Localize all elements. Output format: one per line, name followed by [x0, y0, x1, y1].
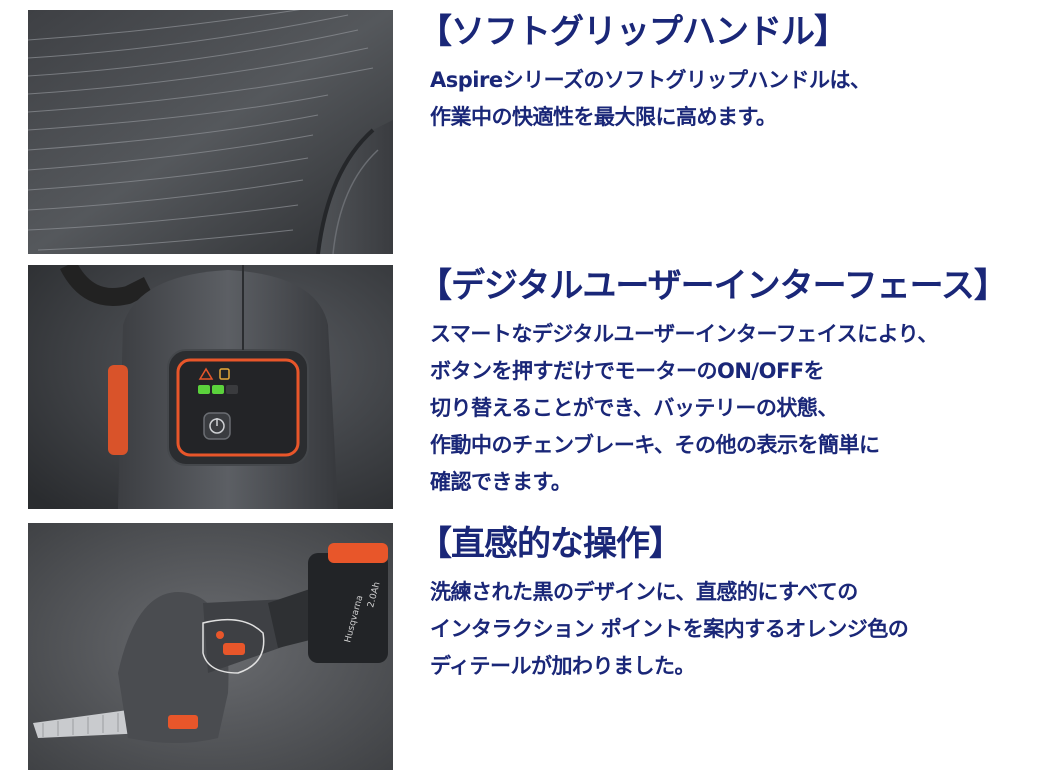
description-digital-interface: スマートなデジタルユーザーインターフェイスにより、 ボタンを押すだけでモーターの… — [418, 316, 1033, 501]
description-line: インタラクション ポイントを案内するオレンジ色の — [430, 617, 909, 641]
description-line: 切り替えることができ、バッテリーの状態、 — [430, 396, 838, 420]
description-line: Aspireシリーズのソフトグリップハンドルは、 — [430, 68, 871, 92]
description-line: 作業中の快適性を最大限に高めます。 — [430, 105, 777, 129]
digital-interface-photo — [28, 265, 393, 509]
description-line: ボタンを押すだけでモーターのON/OFFを — [430, 359, 825, 383]
description-soft-grip: Aspireシリーズのソフトグリップハンドルは、 作業中の快適性を最大限に高めま… — [418, 62, 1033, 136]
description-line: 確認できます。 — [430, 470, 572, 494]
description-line: 洗練された黒のデザインに、直感的にすべての — [430, 580, 858, 604]
feature-soft-grip: 【ソフトグリップハンドル】 Aspireシリーズのソフトグリップハンドルは、 作… — [418, 8, 1033, 136]
description-intuitive-operation: 洗練された黒のデザインに、直感的にすべての インタラクション ポイントを案内する… — [418, 574, 1033, 685]
soft-grip-handle-photo — [28, 10, 393, 254]
description-line: ディテールが加わりました。 — [430, 654, 696, 678]
description-line: 作動中のチェンブレーキ、その他の表示を簡単に — [430, 433, 880, 457]
heading-digital-interface: 【デジタルユーザーインターフェース】 — [418, 266, 1008, 306]
heading-intuitive-operation: 【直感的な操作】 — [418, 524, 683, 564]
feature-intuitive-operation: 【直感的な操作】 洗練された黒のデザインに、直感的にすべての インタラクション … — [418, 520, 1033, 685]
description-line: スマートなデジタルユーザーインターフェイスにより、 — [430, 322, 938, 346]
feature-digital-interface: 【デジタルユーザーインターフェース】 スマートなデジタルユーザーインターフェイス… — [418, 262, 1033, 501]
heading-soft-grip: 【ソフトグリップハンドル】 — [418, 12, 848, 52]
product-overview-photo: Husqvarna 2.0Ah — [28, 523, 393, 770]
